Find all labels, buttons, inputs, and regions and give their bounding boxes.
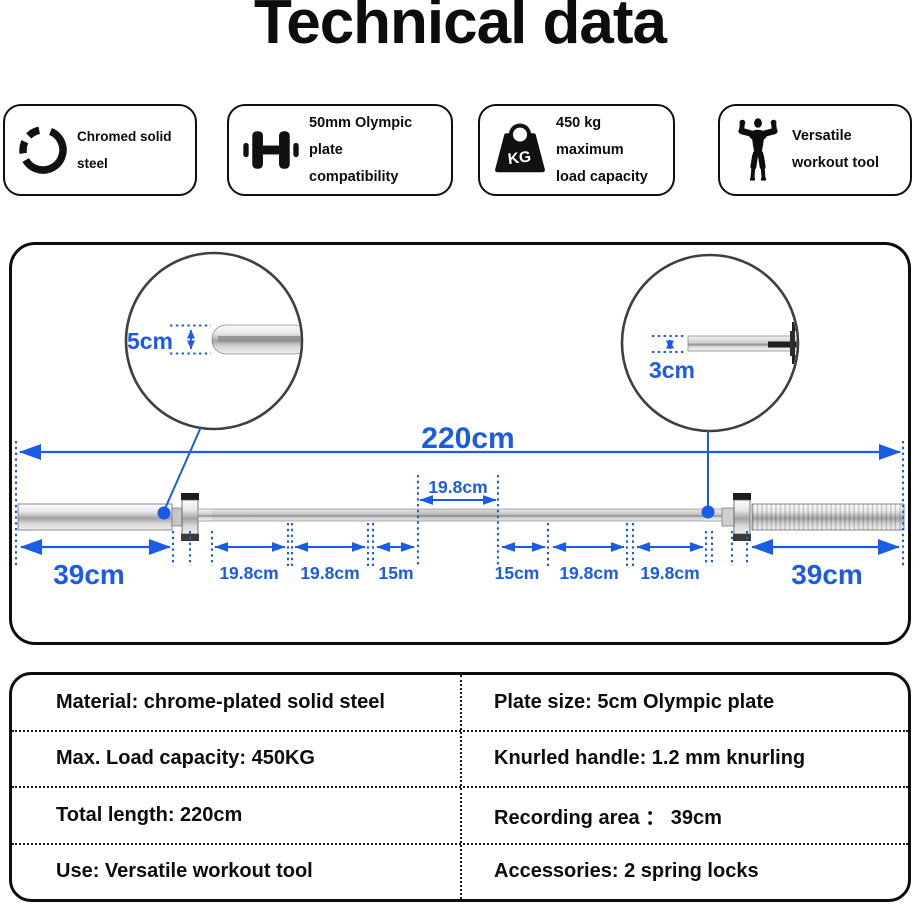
dim-label-total: 220cm [421,422,514,455]
feature-box-versatile: Versatile workout tool [718,104,912,196]
dim-label-left-sleeve: 39cm [53,559,125,590]
leader-dot-left [157,506,171,520]
feature-line: load capacity [556,168,648,185]
right-sleeve-ribs [752,504,904,530]
dim-label-segment-3: 15m [378,563,413,583]
feature-label: 50mm Olympic plate compatibility [309,110,447,191]
spec-cell-recording-area: Recording area ： 39cm [460,788,908,843]
dim-label-segment-1: 19.8cm [219,563,278,583]
feature-line: compatibility [309,168,399,185]
spec-row: Max. Load capacity: 450KG Knurled handle… [12,731,908,788]
left-step [171,507,183,527]
knurl-center [418,509,498,521]
feature-line: Versatile [792,128,852,144]
feature-label: 450 kg maximum load capacity [556,110,669,191]
feature-label: Versatile workout tool [792,123,879,177]
dim-center-segment: 19.8cm [417,475,499,566]
knurl-right [498,509,704,521]
right-inset-bar [687,322,797,364]
spec-cell-knurled-handle: Knurled handle: 1.2 mm knurling [460,731,908,786]
spec-cell-total-length: Total length: 220cm [56,803,243,826]
dim-label-segment-5: 19.8cm [559,563,618,583]
detail-circle-left: 5cm [124,251,304,431]
spec-cell-plate-size: Plate size: 5cm Olympic plate [460,675,908,730]
right-step [721,507,735,527]
bodybuilder-icon [738,118,778,181]
dim-label-segment-2: 19.8cm [300,563,359,583]
leader-dot-right [701,505,715,519]
weight-kg-icon: KG [495,123,545,173]
feature-label: Chromed solid steel [77,129,172,171]
right-collar-bottom [733,534,751,541]
dim-shaft-segments: 19.8cm 19.8cm 15m 15cm 19.8cm 19.8cm [214,542,704,583]
extension-lines [172,523,748,566]
left-collar-top [181,493,199,500]
leader-lines [157,426,715,520]
feature-box-load-capacity: KG 450 kg maximum load capacity [478,104,675,196]
feature-line: workout tool [792,155,879,171]
detail-circle-right: 3cm [620,253,800,433]
feature-box-plate-compatibility: 50mm Olympic plate compatibility [227,104,453,196]
barbell-dimension-diagram: 220cm 19.8cm 39cm 39cm 19.8cm 1 [15,251,905,590]
dim-right-sleeve: 39cm [751,539,900,590]
dim-label-inset-left: 5cm [127,328,173,354]
spec-table: Material: chrome-plated solid steel Plat… [9,672,911,902]
right-collar [733,499,751,535]
kg-badge: KG [507,148,532,168]
barbell-illustration [17,493,905,541]
spec-cell-load-capacity: Max. Load capacity: 450KG [56,747,315,770]
feature-line: 50mm Olympic plate [309,114,413,158]
left-sleeve [17,503,173,531]
spec-cell-accessories: Accessories: 2 spring locks [460,844,908,899]
dim-left-sleeve: 39cm [20,539,171,590]
feature-line: 450 kg maximum [556,114,624,158]
feature-box-material: Chromed solid steel [3,104,197,196]
spec-cell-material: Material: chrome-plated solid steel [56,690,385,713]
right-collar-top [733,493,751,500]
left-collar [181,499,199,535]
spec-row: Material: chrome-plated solid steel Plat… [12,675,908,732]
dim-label-right-sleeve: 39cm [791,559,863,590]
dim-label-segment-4: 15cm [495,563,540,583]
page-title: Technical data [253,0,667,57]
ring-icon [19,126,67,174]
left-inset-bar [211,324,301,355]
dim-total-length: 220cm [15,422,904,568]
dumbbell-icon [243,131,299,169]
dim-label-inset-right: 3cm [649,357,695,383]
spec-cell-use: Use: Versatile workout tool [56,860,313,883]
spec-row: Use: Versatile workout tool Accessories:… [12,844,908,899]
dim-label-segment-6: 19.8cm [640,563,699,583]
knurl-left [212,509,418,521]
dim-label-center-segment: 19.8cm [428,477,487,497]
spec-row: Total length: 220cm Recording area ： 39c… [12,788,908,845]
